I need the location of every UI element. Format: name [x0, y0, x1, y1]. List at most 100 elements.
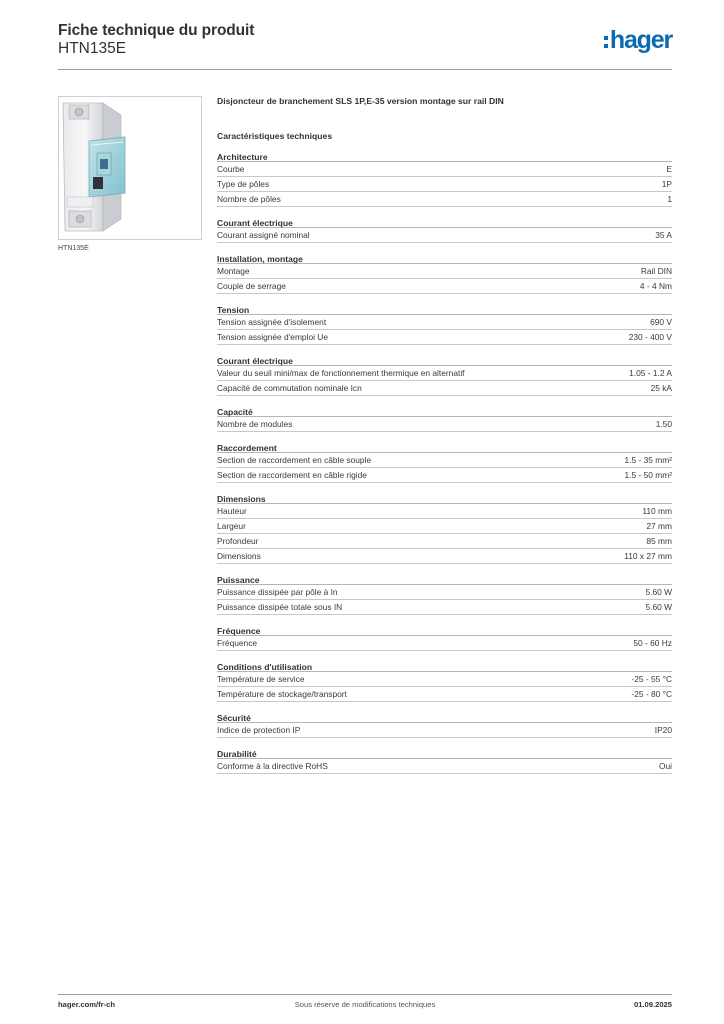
- section-title: Dimensions: [217, 494, 672, 504]
- section-title: Capacité: [217, 407, 672, 417]
- footer-website[interactable]: hager.com/fr-ch: [58, 1000, 115, 1009]
- product-image: [58, 96, 202, 240]
- spec-row: Température de stockage/transport -25 - 8…: [217, 687, 672, 702]
- spec-label: Fréquence: [217, 638, 258, 648]
- spec-value: 1.5 - 35 mm²: [624, 455, 672, 465]
- spec-value: 85 mm: [646, 536, 672, 546]
- spec-label: Largeur: [217, 521, 246, 531]
- circuit-breaker-icon: [62, 102, 126, 232]
- spec-value: 50 - 60 Hz: [633, 638, 672, 648]
- section-title: Courant électrique: [217, 218, 672, 228]
- spec-value: Rail DIN: [640, 266, 672, 276]
- spec-row: Puissance dissipée par pôle à In 5.60 W: [217, 585, 672, 600]
- spec-row: Valeur du seuil mini/max de fonctionneme…: [217, 366, 672, 381]
- footer-date: 01.09.2025: [633, 1000, 672, 1009]
- spec-row: Nombre de modules 1.50: [217, 417, 672, 432]
- spec-label: Valeur du seuil mini/max de fonctionneme…: [217, 368, 465, 378]
- spec-label: Conforme à la directive RoHS: [217, 761, 328, 771]
- spec-row: Tension assignée d'isolement 690 V: [217, 315, 672, 330]
- spec-row: Profondeur 85 mm: [217, 534, 672, 549]
- spec-label: Dimensions: [217, 551, 261, 561]
- spec-label: Tension assignée d'isolement: [217, 317, 327, 327]
- spec-label: Profondeur: [217, 536, 259, 546]
- spec-value: 1.5 - 50 mm²: [624, 470, 672, 480]
- spec-row: Indice de protection IP IP20: [217, 723, 672, 738]
- spec-value: 230 - 400 V: [628, 332, 672, 342]
- spec-value: -25 - 80 °C: [631, 689, 672, 699]
- spec-value: 1P: [661, 179, 672, 189]
- spec-label: Température de service: [217, 674, 305, 684]
- spec-label: Nombre de modules: [217, 419, 293, 429]
- spec-row: Tension assignée d'emploi Ue 230 - 400 V: [217, 330, 672, 345]
- section-title: Raccordement: [217, 443, 672, 453]
- spec-row: Section de raccordement en câble rigide 1…: [217, 468, 672, 483]
- section-title: Durabilité: [217, 749, 672, 759]
- spec-label: Couple de serrage: [217, 281, 286, 291]
- spec-value: 5.60 W: [645, 602, 672, 612]
- spec-label: Section de raccordement en câble rigide: [217, 470, 367, 480]
- spec-label: Tension assignée d'emploi Ue: [217, 332, 329, 342]
- spec-value: 110 x 27 mm: [624, 551, 672, 561]
- spec-value: 1.05 - 1.2 A: [629, 368, 672, 378]
- section-title: Architecture: [217, 152, 672, 162]
- spec-value: IP20: [654, 725, 672, 735]
- page-title: Fiche technique du produit: [58, 22, 255, 39]
- spec-value: 35 A: [655, 230, 672, 240]
- section-title: Courant électrique: [217, 356, 672, 366]
- spec-value: E: [666, 164, 672, 174]
- section-title: Puissance: [217, 575, 672, 585]
- spec-label: Courbe: [217, 164, 245, 174]
- spec-label: Indice de protection IP: [217, 725, 301, 735]
- spec-label: Puissance dissipée totale sous IN: [217, 602, 343, 612]
- spec-label: Température de stockage/transport: [217, 689, 347, 699]
- page-footer: hager.com/fr-ch Sous réserve de modifica…: [58, 994, 672, 1009]
- logo-dots-icon: [603, 36, 608, 48]
- spec-label: Hauteur: [217, 506, 247, 516]
- page-header: Fiche technique du produit HTN135E hager: [58, 22, 673, 70]
- spec-row: Courant assigné nominal 35 A: [217, 228, 672, 243]
- section-title: Fréquence: [217, 626, 672, 636]
- section-title: Sécurité: [217, 713, 672, 723]
- spec-value: -25 - 55 °C: [631, 674, 672, 684]
- spec-label: Section de raccordement en câble souple: [217, 455, 372, 465]
- spec-value: 1.50: [655, 419, 672, 429]
- section-title: Conditions d'utilisation: [217, 662, 672, 672]
- spec-label: Courant assigné nominal: [217, 230, 310, 240]
- product-description: Disjoncteur de branchement SLS 1P,E-35 v…: [217, 96, 504, 106]
- spec-value: Oui: [658, 761, 672, 771]
- logo-text: hager: [609, 26, 673, 54]
- spec-heading: Caractéristiques techniques: [217, 131, 333, 141]
- spec-value: 690 V: [650, 317, 672, 327]
- image-caption: HTN135E: [58, 245, 89, 252]
- spec-value: 5.60 W: [645, 587, 672, 597]
- spec-value: 4 - 4 Nm: [639, 281, 672, 291]
- spec-row: Hauteur 110 mm: [217, 504, 672, 519]
- spec-label: Puissance dissipée par pôle à In: [217, 587, 338, 597]
- spec-row: Section de raccordement en câble souple 1…: [217, 453, 672, 468]
- spec-row: Courbe E: [217, 162, 672, 177]
- section-title: Installation, montage: [217, 254, 672, 264]
- footer-notice: Sous réserve de modifications techniques: [294, 1000, 436, 1009]
- spec-row: Dimensions 110 x 27 mm: [217, 549, 672, 564]
- spec-row: Température de service -25 - 55 °C: [217, 672, 672, 687]
- spec-value: 110 mm: [642, 506, 672, 516]
- spec-row: Couple de serrage 4 - 4 Nm: [217, 279, 672, 294]
- spec-row: Conforme à la directive RoHS Oui: [217, 759, 672, 774]
- hager-logo: hager: [603, 26, 673, 54]
- spec-content: Disjoncteur de branchement SLS 1P,E-35 v…: [217, 96, 672, 774]
